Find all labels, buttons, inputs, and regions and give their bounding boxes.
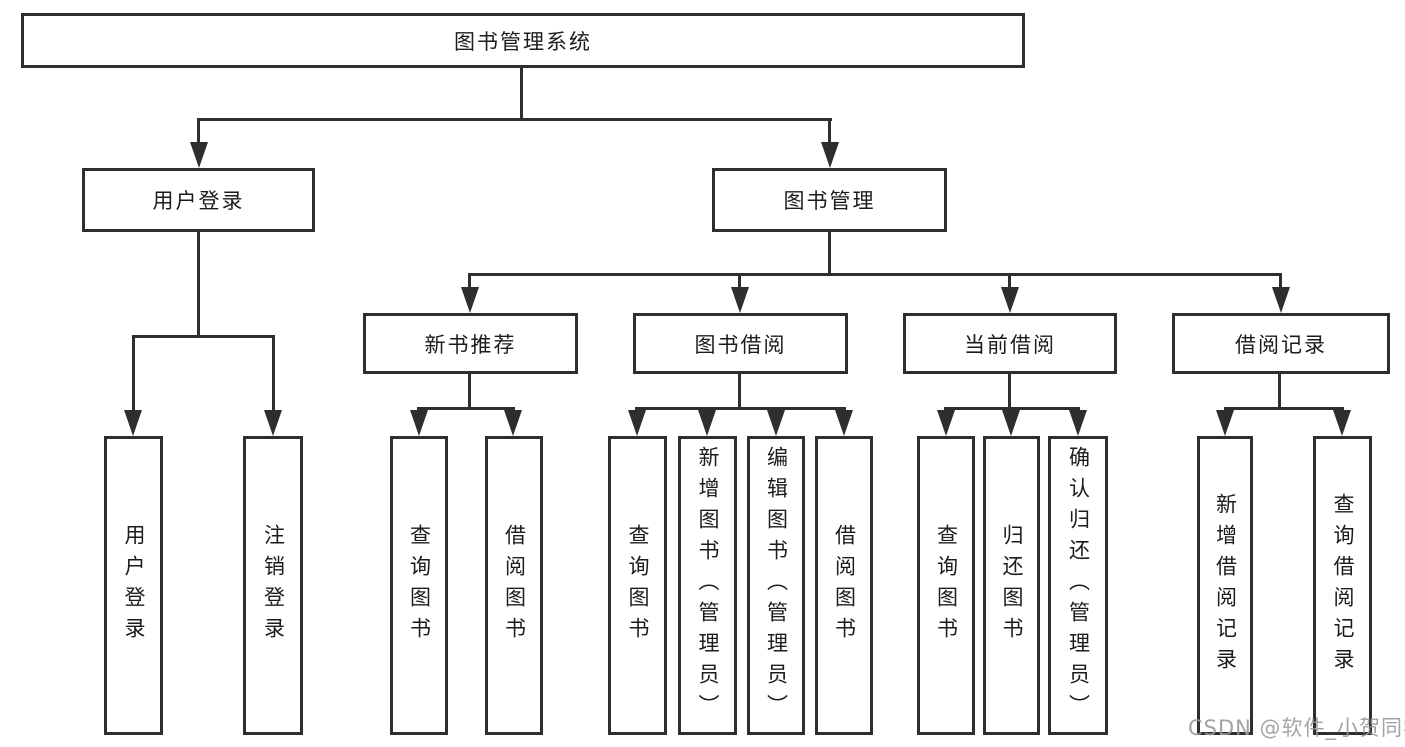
arrowhead-icon xyxy=(937,410,955,436)
node-root-label: 图书管理系统 xyxy=(454,29,592,54)
arrowhead-icon xyxy=(1216,410,1234,436)
connector-line xyxy=(132,335,275,338)
leaf-logout-label: 注销登录 xyxy=(261,523,286,648)
arrowhead-icon xyxy=(767,410,785,436)
connector-line xyxy=(1008,273,1011,291)
connector-line xyxy=(468,273,1282,276)
arrowhead-icon xyxy=(835,410,853,436)
node-book-borrow: 图书借阅 xyxy=(633,313,848,374)
leaf-add-borrow-record-label: 新增借阅记录 xyxy=(1213,492,1238,679)
node-book-borrow-label: 图书借阅 xyxy=(694,332,787,357)
node-user-login-label: 用户登录 xyxy=(152,189,245,213)
node-book-management-label: 图书管理 xyxy=(783,189,876,213)
leaf-search-book-current-label: 查询图书 xyxy=(934,523,959,648)
node-user-login: 用户登录 xyxy=(82,168,315,232)
arrowhead-icon xyxy=(264,410,282,436)
connector-line xyxy=(197,118,832,121)
connector-line xyxy=(272,335,275,413)
arrowhead-icon xyxy=(821,142,839,168)
csdn-watermark: CSDN @软件_小贺同学 xyxy=(1188,716,1405,740)
connector-line xyxy=(417,407,515,410)
arrowhead-icon xyxy=(1333,410,1351,436)
leaf-search-book-recommend: 查询图书 xyxy=(390,436,448,735)
connector-line xyxy=(828,118,831,148)
node-current-borrow: 当前借阅 xyxy=(903,313,1117,374)
arrowhead-icon xyxy=(731,287,749,313)
arrowhead-icon xyxy=(698,410,716,436)
arrowhead-icon xyxy=(1069,410,1087,436)
leaf-add-book-admin: 新增图书（管理员） xyxy=(678,436,737,735)
arrowhead-icon xyxy=(1272,287,1290,313)
node-root: 图书管理系统 xyxy=(21,13,1025,68)
connector-line xyxy=(468,374,471,407)
connector-line xyxy=(738,273,741,291)
arrowhead-icon xyxy=(461,287,479,313)
arrowhead-icon xyxy=(1002,410,1020,436)
node-new-book-recommend-label: 新书推荐 xyxy=(424,332,517,357)
leaf-add-borrow-record: 新增借阅记录 xyxy=(1197,436,1253,735)
connector-line xyxy=(1008,374,1011,407)
connector-line xyxy=(828,232,831,273)
connector-line xyxy=(635,407,846,410)
arrowhead-icon xyxy=(1001,287,1019,313)
connector-line xyxy=(1279,273,1282,291)
node-book-management: 图书管理 xyxy=(712,168,947,232)
leaf-borrow-book-recommend: 借阅图书 xyxy=(485,436,543,735)
leaf-confirm-return-admin-label: 确认归还（管理员） xyxy=(1066,446,1091,725)
connector-line xyxy=(1278,374,1281,407)
leaf-confirm-return-admin: 确认归还（管理员） xyxy=(1048,436,1108,735)
node-borrow-records: 借阅记录 xyxy=(1172,313,1390,374)
leaf-search-book-recommend-label: 查询图书 xyxy=(407,523,432,648)
leaf-user-login-label: 用户登录 xyxy=(122,523,146,648)
leaf-search-borrow-record-label: 查询借阅记录 xyxy=(1331,492,1355,679)
leaf-user-login: 用户登录 xyxy=(104,436,163,735)
connector-line xyxy=(132,335,135,413)
leaf-search-book-current: 查询图书 xyxy=(917,436,975,735)
leaf-borrow-book-recommend-label: 借阅图书 xyxy=(502,523,527,648)
leaf-return-book-label: 归还图书 xyxy=(1000,523,1024,648)
arrowhead-icon xyxy=(628,410,646,436)
leaf-search-book-borrow-label: 查询图书 xyxy=(626,523,650,648)
leaf-return-book: 归还图书 xyxy=(983,436,1040,735)
arrowhead-icon xyxy=(190,142,208,168)
leaf-edit-book-admin: 编辑图书（管理员） xyxy=(747,436,805,735)
connector-line xyxy=(197,118,200,148)
leaf-borrow-book: 借阅图书 xyxy=(815,436,873,735)
connector-line xyxy=(1224,407,1344,410)
leaf-edit-book-admin-label: 编辑图书（管理员） xyxy=(764,446,789,725)
arrowhead-icon xyxy=(124,410,142,436)
node-new-book-recommend: 新书推荐 xyxy=(363,313,578,374)
connector-line xyxy=(738,374,741,407)
arrowhead-icon xyxy=(504,410,522,436)
leaf-borrow-book-label: 借阅图书 xyxy=(832,523,857,648)
node-borrow-records-label: 借阅记录 xyxy=(1235,332,1327,357)
leaf-search-book-borrow: 查询图书 xyxy=(608,436,667,735)
leaf-add-book-admin-label: 新增图书（管理员） xyxy=(696,446,720,725)
connector-line xyxy=(520,68,523,118)
leaf-logout: 注销登录 xyxy=(243,436,303,735)
arrowhead-icon xyxy=(410,410,428,436)
connector-line xyxy=(197,232,200,335)
connector-line xyxy=(468,273,471,291)
leaf-search-borrow-record: 查询借阅记录 xyxy=(1313,436,1372,735)
node-current-borrow-label: 当前借阅 xyxy=(964,332,1056,357)
